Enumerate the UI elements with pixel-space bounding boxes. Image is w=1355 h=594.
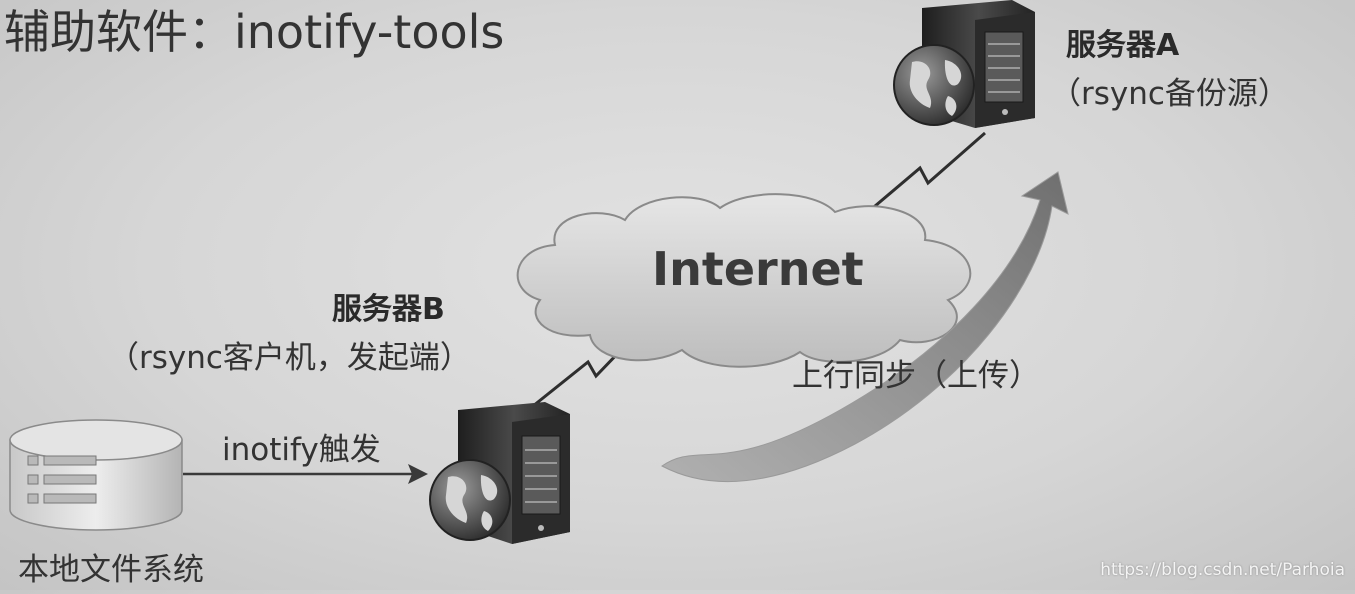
trigger-arrow [183,464,428,484]
server-a-description: （rsync备份源） [1050,76,1289,112]
watermark: https://blog.csdn.net/Parhoia [1100,560,1345,580]
sync-arrow [661,171,1069,482]
database-icon [9,419,183,531]
globe-icon [429,459,511,541]
globe-icon [893,44,975,126]
server-b-label: 服务器B [332,292,445,327]
server-a-label: 服务器A [1066,28,1180,63]
sync-label: 上行同步（上传） [792,358,1040,394]
page-title: 辅助软件：inotify-tools [4,5,505,59]
internet-label: Internet [652,242,864,296]
cloud-icon [516,193,972,368]
lightning-link-icon [867,131,986,214]
filesystem-label: 本地文件系统 [18,552,204,588]
server-b-description: （rsync客户机，发起端） [108,340,471,376]
trigger-label: inotify触发 [222,432,381,468]
